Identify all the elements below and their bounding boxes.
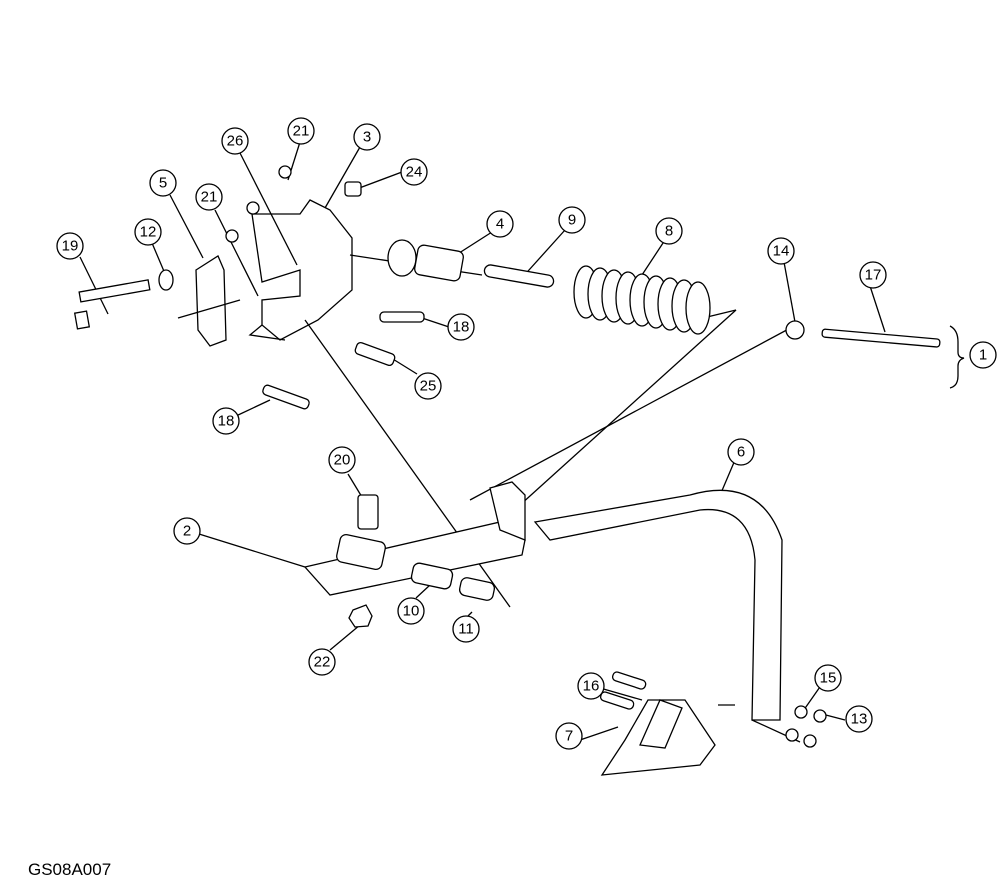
svg-text:3: 3 — [363, 129, 371, 146]
callout: 6 — [727, 438, 755, 466]
svg-text:24: 24 — [406, 164, 423, 181]
callout: 1 — [969, 341, 997, 369]
nut-22 — [348, 604, 373, 628]
svg-text:20: 20 — [334, 452, 351, 469]
washer-15 — [794, 705, 808, 719]
callout: 19 — [56, 232, 84, 260]
bolt-20 — [357, 494, 379, 530]
sweep-7 — [600, 699, 716, 776]
frame-2 — [303, 481, 526, 596]
bolt-25 — [354, 341, 396, 367]
callout: 14 — [767, 237, 795, 265]
callout: 2 — [173, 517, 201, 545]
callout: 21 — [195, 183, 223, 211]
callout: 5 — [149, 169, 177, 197]
callout: 18 — [212, 407, 240, 435]
callouts: 1 2 3 4 5 6 7 8 9 10 11 12 13 14 15 16 1… — [56, 117, 997, 750]
bushing-11 — [458, 577, 496, 601]
nut-21 — [225, 229, 239, 243]
svg-text:8: 8 — [665, 223, 673, 240]
nut-13 — [813, 709, 827, 723]
svg-text:1: 1 — [979, 347, 987, 364]
drawing-code: GS08A007 — [28, 860, 112, 879]
svg-text:10: 10 — [403, 603, 420, 620]
svg-text:7: 7 — [565, 728, 573, 745]
nut-21b — [278, 165, 292, 179]
spring-8 — [573, 265, 711, 335]
pin-18b — [262, 384, 310, 410]
callout: 11 — [452, 615, 480, 643]
callout: 18 — [447, 313, 475, 341]
svg-text:26: 26 — [227, 133, 244, 150]
svg-text:4: 4 — [496, 216, 504, 233]
svg-text:6: 6 — [737, 444, 745, 461]
svg-text:25: 25 — [420, 378, 437, 395]
svg-text:14: 14 — [773, 243, 790, 260]
mounting-bracket — [177, 199, 353, 347]
svg-text:9: 9 — [568, 212, 576, 229]
bolt-16b — [599, 691, 635, 710]
callout: 25 — [414, 372, 442, 400]
bolt-19 — [73, 279, 151, 330]
callout: 17 — [859, 261, 887, 289]
washer-15b — [785, 728, 799, 742]
svg-text:22: 22 — [314, 654, 331, 671]
callout: 7 — [555, 722, 583, 750]
bolt-16 — [611, 671, 647, 690]
callout: 8 — [655, 217, 683, 245]
washer-12 — [158, 269, 174, 291]
rod-9 — [483, 264, 555, 288]
svg-text:13: 13 — [851, 711, 868, 728]
callout: 12 — [134, 218, 162, 246]
callout: 21 — [287, 117, 315, 145]
svg-text:18: 18 — [218, 413, 235, 430]
bolt-17 — [821, 328, 941, 348]
svg-text:21: 21 — [293, 123, 310, 140]
callout: 9 — [558, 206, 586, 234]
svg-text:2: 2 — [183, 523, 191, 540]
leader-lines — [79, 141, 965, 743]
callout: 20 — [328, 446, 356, 474]
nut-13b — [803, 734, 817, 748]
callout: 16 — [577, 672, 605, 700]
svg-text:5: 5 — [159, 175, 167, 192]
callout: 10 — [397, 597, 425, 625]
washer-26 — [246, 201, 260, 215]
callout: 22 — [308, 648, 336, 676]
pin-18 — [379, 311, 425, 323]
callout: 26 — [221, 127, 249, 155]
callout: 24 — [400, 158, 428, 186]
callout: 13 — [845, 705, 873, 733]
svg-text:18: 18 — [453, 319, 470, 336]
callout: 4 — [486, 210, 514, 238]
washer-14 — [785, 320, 805, 340]
svg-text:16: 16 — [583, 678, 600, 695]
shank-6 — [533, 489, 783, 721]
svg-text:12: 12 — [140, 224, 157, 241]
bushing — [336, 533, 386, 571]
spring-retainer-4 — [387, 239, 464, 282]
callout: 3 — [353, 123, 381, 151]
callout: 15 — [814, 664, 842, 692]
svg-text:15: 15 — [820, 670, 837, 687]
nut-24 — [344, 181, 362, 197]
svg-text:19: 19 — [62, 238, 79, 255]
bushing-10 — [410, 562, 454, 590]
svg-text:11: 11 — [458, 621, 474, 638]
svg-text:17: 17 — [865, 267, 882, 284]
svg-text:21: 21 — [201, 189, 218, 206]
